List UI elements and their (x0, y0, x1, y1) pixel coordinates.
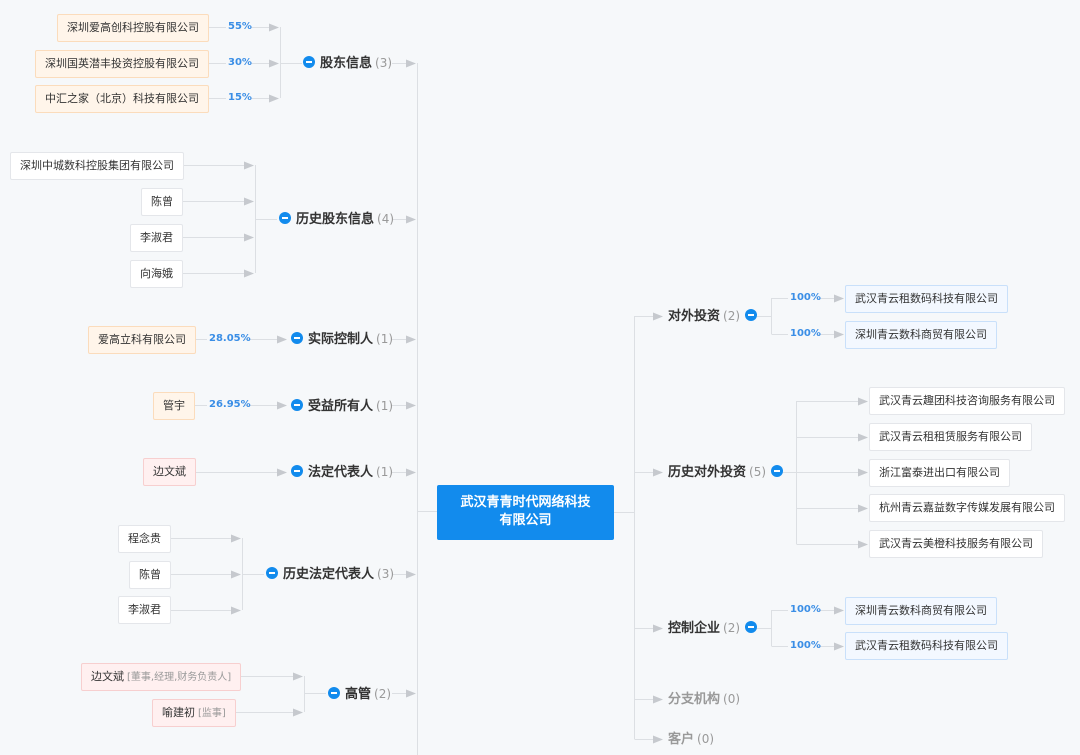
executive-name: 喻建初 (162, 706, 195, 719)
category-count: (2) (723, 621, 741, 635)
actual-controller-node[interactable]: 爱高立科有限公司 (88, 326, 196, 354)
collapse-icon[interactable] (291, 332, 303, 344)
controlled-company-node[interactable]: 深圳青云数科商贸有限公司 (845, 597, 997, 625)
history-investment-node[interactable]: 武汉青云租租赁服务有限公司 (869, 423, 1032, 451)
executive-role: [董事,经理,财务负责人] (127, 672, 232, 683)
collapse-icon[interactable] (745, 621, 758, 633)
category-controlled-companies[interactable]: 控制企业(2) (668, 618, 758, 638)
executive-node[interactable]: 喻建初[监事] (152, 699, 236, 727)
control-percent: 100% (790, 640, 821, 651)
category-count: (1) (376, 332, 394, 346)
executive-name: 边文斌 (91, 670, 124, 683)
category-count: (4) (377, 212, 395, 226)
history-shareholder-node[interactable]: 向海娥 (130, 260, 183, 288)
history-investment-node[interactable]: 浙江富泰进出口有限公司 (869, 459, 1010, 487)
category-investments[interactable]: 对外投资(2) (668, 306, 758, 326)
investment-percent: 100% (790, 292, 821, 303)
collapse-icon[interactable] (266, 567, 278, 579)
category-count: (0) (723, 692, 741, 706)
category-label: 受益所有人 (308, 399, 374, 414)
category-count: (5) (749, 465, 767, 479)
category-label: 对外投资 (668, 309, 721, 324)
collapse-icon[interactable] (303, 56, 315, 68)
history-legal-rep-node[interactable]: 李淑君 (118, 596, 171, 624)
category-count: (3) (377, 567, 395, 581)
history-legal-rep-node[interactable]: 程念贵 (118, 525, 171, 553)
history-shareholder-node[interactable]: 深圳中城数科控股集团有限公司 (10, 152, 184, 180)
category-label: 客户 (668, 732, 695, 747)
category-history-shareholders[interactable]: 历史股东信息(4) (279, 209, 394, 229)
share-percent: 15% (228, 92, 252, 103)
center-company-name-line2: 有限公司 (499, 513, 552, 528)
category-count: (1) (376, 399, 394, 413)
investment-percent: 100% (790, 328, 821, 339)
control-percent: 28.05% (209, 333, 251, 344)
share-percent: 30% (228, 57, 252, 68)
category-label: 历史对外投资 (668, 465, 747, 480)
category-count: (2) (723, 309, 741, 323)
category-executives[interactable]: 高管(2) (328, 684, 391, 704)
category-history-investments[interactable]: 历史对外投资(5) (668, 462, 784, 482)
investment-node[interactable]: 深圳青云数科商贸有限公司 (845, 321, 997, 349)
category-label: 控制企业 (668, 621, 721, 636)
center-company-name-line1: 武汉青青时代网络科技 (460, 495, 591, 510)
history-legal-rep-node[interactable]: 陈曾 (129, 561, 171, 589)
category-count: (3) (375, 56, 393, 70)
beneficial-owner-node[interactable]: 管宇 (153, 392, 195, 420)
benefit-percent: 26.95% (209, 399, 251, 410)
collapse-icon[interactable] (291, 399, 303, 411)
legal-rep-node[interactable]: 边文斌 (143, 458, 196, 486)
category-label: 法定代表人 (308, 465, 374, 480)
history-investment-node[interactable]: 杭州青云嘉益数字传媒发展有限公司 (869, 494, 1065, 522)
history-shareholder-node[interactable]: 陈曾 (141, 188, 183, 216)
category-label: 分支机构 (668, 692, 721, 707)
collapse-icon[interactable] (745, 309, 758, 321)
shareholder-node[interactable]: 深圳国英潜丰投资控股有限公司 (35, 50, 209, 78)
collapse-icon[interactable] (279, 212, 291, 224)
category-label: 高管 (345, 687, 372, 702)
center-company-node[interactable]: 武汉青青时代网络科技 有限公司 (437, 485, 614, 540)
history-shareholder-node[interactable]: 李淑君 (130, 224, 183, 252)
category-label: 股东信息 (320, 56, 373, 71)
category-label: 历史股东信息 (296, 212, 375, 227)
category-beneficial-owner[interactable]: 受益所有人(1) (291, 396, 393, 416)
category-count: (2) (374, 687, 392, 701)
control-percent: 100% (790, 604, 821, 615)
collapse-icon[interactable] (771, 465, 784, 477)
category-count: (1) (376, 465, 394, 479)
controlled-company-node[interactable]: 武汉青云租数码科技有限公司 (845, 632, 1008, 660)
collapse-icon[interactable] (291, 465, 303, 477)
history-investment-node[interactable]: 武汉青云美橙科技服务有限公司 (869, 530, 1043, 558)
category-count: (0) (697, 732, 715, 746)
category-legal-rep[interactable]: 法定代表人(1) (291, 462, 393, 482)
category-history-legal-rep[interactable]: 历史法定代表人(3) (266, 564, 394, 584)
shareholder-node[interactable]: 深圳爱高创科控股有限公司 (57, 14, 209, 42)
collapse-icon[interactable] (328, 687, 340, 699)
share-percent: 55% (228, 21, 252, 32)
category-actual-controller[interactable]: 实际控制人(1) (291, 329, 393, 349)
category-branches[interactable]: 分支机构(0) (668, 689, 740, 709)
category-label: 历史法定代表人 (283, 567, 375, 582)
history-investment-node[interactable]: 武汉青云趣团科技咨询服务有限公司 (869, 387, 1065, 415)
investment-node[interactable]: 武汉青云租数码科技有限公司 (845, 285, 1008, 313)
category-customers[interactable]: 客户(0) (668, 729, 714, 749)
executive-role: [监事] (198, 708, 226, 719)
category-label: 实际控制人 (308, 332, 374, 347)
category-shareholders[interactable]: 股东信息(3) (303, 53, 392, 73)
shareholder-node[interactable]: 中汇之家（北京）科技有限公司 (35, 85, 209, 113)
executive-node[interactable]: 边文斌[董事,经理,财务负责人] (81, 663, 242, 691)
